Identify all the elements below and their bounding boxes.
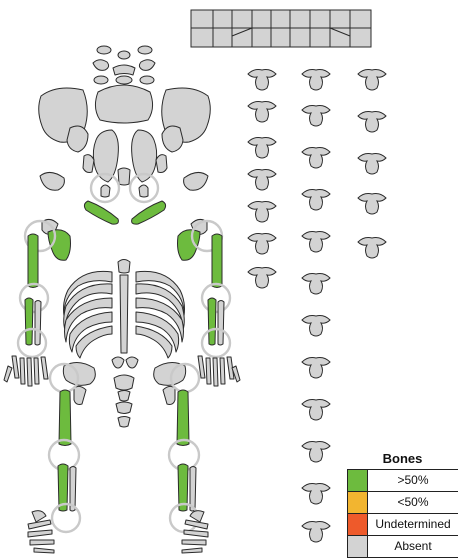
legend-swatch [348, 492, 368, 513]
lower-legs [58, 464, 196, 511]
rib-cage [64, 260, 185, 359]
vertebrae-lumbar [358, 70, 386, 259]
legend-label: Absent [368, 536, 458, 557]
legend-item: <50% [347, 491, 458, 513]
legend-swatch [348, 536, 368, 557]
dental-grid [191, 10, 371, 47]
legend-label: <50% [368, 492, 458, 513]
legend-label: Undetermined [368, 514, 458, 535]
vertebrae-thoracic [302, 70, 330, 543]
vertebrae-cervical [248, 70, 276, 289]
legend-item: Undetermined [347, 513, 458, 535]
legend-label: >50% [368, 470, 458, 491]
legend-title: Bones [347, 449, 458, 469]
legend: Bones >50% <50% Undetermined Absent [347, 449, 458, 558]
legend-item: >50% [347, 469, 458, 491]
pelvis [63, 357, 185, 427]
scapulae [42, 219, 207, 260]
skull [39, 46, 211, 190]
clavicles [84, 185, 165, 224]
legend-swatch [348, 470, 368, 491]
legend-swatch [348, 514, 368, 535]
